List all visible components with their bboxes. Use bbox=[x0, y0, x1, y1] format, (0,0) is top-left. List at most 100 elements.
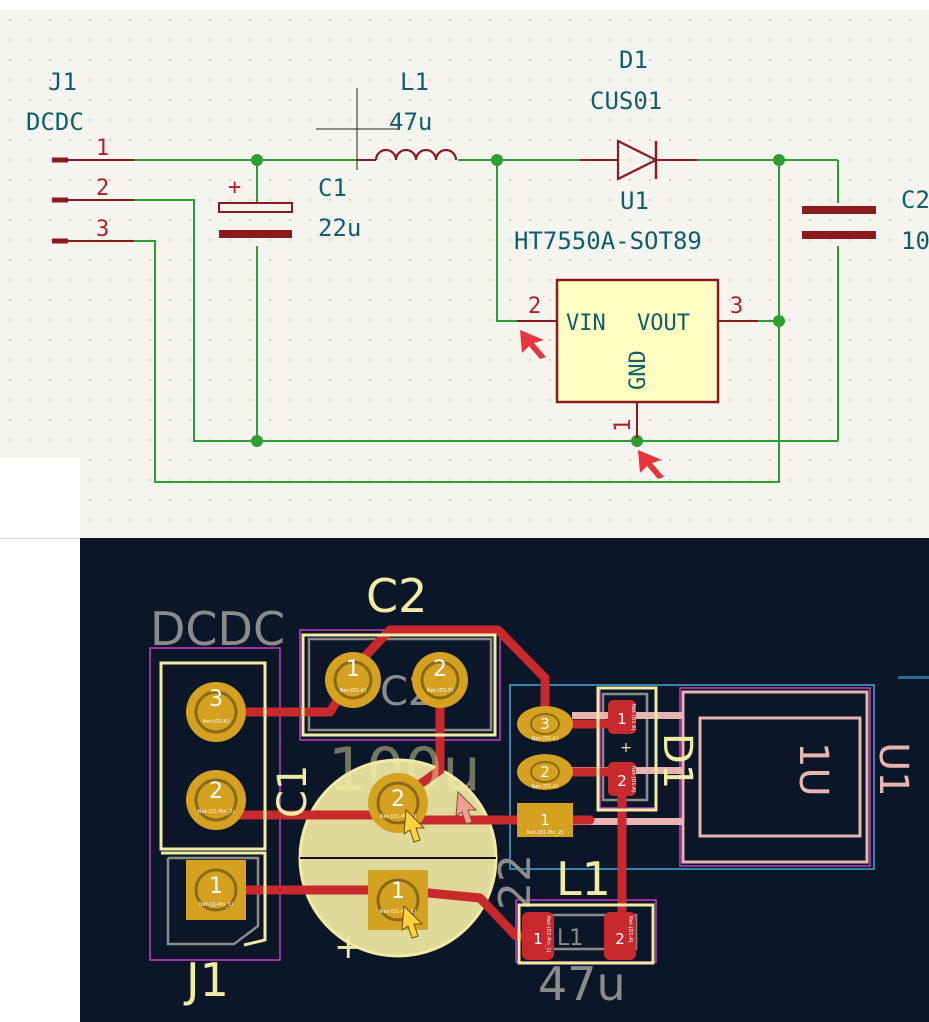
pcb-d1-ref: D1 bbox=[654, 733, 700, 789]
pad-drill bbox=[194, 868, 238, 912]
junction bbox=[251, 435, 263, 447]
j1-connector[interactable] bbox=[52, 157, 134, 244]
left-blank-strip bbox=[0, 458, 80, 538]
j1-pad3-number: 3 bbox=[209, 687, 223, 712]
u1-pad2-netname: Net-(D1-A) bbox=[532, 784, 559, 790]
d1-symbol[interactable] bbox=[580, 139, 697, 181]
pcb-c1-value-22: 22 bbox=[490, 854, 541, 910]
c2-plate-top bbox=[802, 206, 876, 214]
pointer-marker-icon bbox=[638, 450, 664, 479]
c1-plate-negative bbox=[219, 230, 292, 238]
pointer-marker-icon bbox=[403, 808, 426, 843]
u1-pad-2[interactable] bbox=[517, 754, 573, 790]
c1-plate-positive bbox=[218, 202, 293, 213]
u1-gnd-label: GND bbox=[626, 350, 651, 390]
l1-pad-2[interactable] bbox=[604, 912, 636, 960]
j1-pad1-netname: Net-(J1-Pin_1) bbox=[199, 902, 233, 908]
u1-symbol[interactable] bbox=[517, 278, 758, 438]
c2-pad2-netname: Net-(D1-P) bbox=[427, 688, 453, 694]
pcb-j1-value: DCDC bbox=[150, 602, 285, 656]
pcb-j1-ref: J1 bbox=[183, 953, 229, 1007]
pcb-c1-plus: + bbox=[334, 927, 363, 967]
l1-coil bbox=[374, 148, 458, 161]
l1-ref: L1 bbox=[400, 68, 429, 96]
u1-pad1-number: 1 bbox=[540, 811, 550, 829]
c2-pad-1[interactable] bbox=[325, 652, 381, 708]
junction bbox=[773, 154, 785, 166]
j1-value: DCDC bbox=[26, 108, 84, 136]
u1-pad-3[interactable] bbox=[517, 706, 573, 742]
pad-drill bbox=[194, 690, 238, 734]
c1-ref: C1 bbox=[318, 174, 347, 202]
pcb-c2-ref: C2 bbox=[366, 569, 427, 623]
pcb-u1-ref: U1 bbox=[870, 742, 916, 797]
c2-silk bbox=[301, 633, 497, 737]
c1-pad1-number: 1 bbox=[391, 879, 405, 904]
c2-pad2-number: 2 bbox=[433, 657, 447, 682]
d1-pad-1[interactable] bbox=[608, 700, 636, 734]
c2-pad-2[interactable] bbox=[412, 652, 468, 708]
junction-dots bbox=[251, 154, 785, 447]
pin-markers bbox=[520, 330, 664, 479]
j1-silk-lower bbox=[161, 851, 267, 947]
c2-pad1-number: 1 bbox=[346, 657, 360, 682]
u1-tab bbox=[698, 716, 862, 838]
u1-vin-label: VIN bbox=[566, 311, 606, 336]
schematic-panel: J1 DCDC 1 2 3 + C1 22u L1 bbox=[0, 10, 929, 538]
u1-pad-1[interactable] bbox=[517, 803, 573, 837]
j1-courtyard bbox=[149, 647, 281, 961]
c2-pad1-netname: Net-(D1-K) bbox=[340, 688, 367, 694]
pad-drill bbox=[530, 761, 560, 783]
j1-pad3-netname: Net-(D1-K) bbox=[203, 719, 230, 725]
l1-pad-1[interactable] bbox=[522, 912, 554, 960]
l1-silk bbox=[517, 903, 655, 965]
d1-pad2-number: 2 bbox=[617, 772, 627, 790]
l1-pad2-netname: Net-(D1-A) bbox=[627, 916, 633, 943]
u1-pad3-number: 3 bbox=[540, 715, 550, 733]
u1-ref: U1 bbox=[620, 187, 649, 215]
j1-silk-upper bbox=[159, 661, 267, 851]
d1-pad-2[interactable] bbox=[608, 762, 636, 796]
u1-lead-1 bbox=[572, 818, 684, 825]
j1-pads bbox=[186, 682, 246, 920]
l1-pad2-number: 2 bbox=[615, 930, 625, 948]
pcb-l1-ref: L1 bbox=[556, 852, 611, 906]
pad-drill bbox=[530, 713, 560, 735]
u1-outline bbox=[509, 684, 875, 870]
pcb-l1-value: 47u bbox=[538, 957, 626, 1011]
c1-plus-mark: + bbox=[228, 175, 241, 200]
j1-pin2-number: 2 bbox=[96, 176, 109, 201]
pcb-panel: DCDC 47u L1 C2 22 1U U1 C2 C1 100u L1 J1… bbox=[80, 538, 929, 1022]
junction bbox=[491, 154, 503, 166]
u1-pad3-netname: Net-(D1-K) bbox=[532, 736, 559, 742]
pcb-c1-ref: C1 bbox=[270, 765, 316, 818]
l1-pad1-number: 1 bbox=[533, 930, 543, 948]
pad-drill bbox=[420, 660, 460, 700]
d1-plus-mark: + bbox=[620, 740, 632, 756]
d1-pad2-netname: Net-(D1-A) bbox=[630, 766, 636, 793]
u1-pad2-number: 2 bbox=[540, 763, 550, 781]
c2-symbol[interactable] bbox=[802, 206, 876, 239]
u1-body bbox=[681, 690, 869, 864]
l1-symbol[interactable] bbox=[357, 148, 458, 161]
d1-silk bbox=[596, 686, 658, 812]
c2-fab-outline bbox=[307, 637, 493, 732]
divider bbox=[0, 538, 80, 539]
schematic-canvas: J1 DCDC 1 2 3 + C1 22u L1 bbox=[26, 46, 929, 483]
pcb-u1-fab-ref: 1U bbox=[790, 742, 836, 797]
u1-pin2-number: 2 bbox=[528, 294, 541, 319]
c1-symbol[interactable] bbox=[218, 202, 293, 238]
c1-pad2-number: 2 bbox=[391, 787, 405, 812]
c1-pad1-netname: Net-(D1-Pin_1) bbox=[380, 909, 417, 915]
schematic-wires bbox=[134, 159, 839, 483]
pointer-marker-icon bbox=[401, 904, 424, 939]
u1-body bbox=[555, 278, 720, 404]
d1-ref: D1 bbox=[619, 46, 648, 74]
c2-value: 10 bbox=[901, 227, 929, 255]
j1-pin1-number: 1 bbox=[96, 136, 109, 161]
pad-drill bbox=[376, 878, 420, 922]
j1-ref: J1 bbox=[48, 68, 77, 96]
c2-plate-bottom bbox=[802, 231, 876, 239]
l1-value: 47u bbox=[389, 108, 432, 136]
wire-gnd bbox=[134, 199, 838, 442]
